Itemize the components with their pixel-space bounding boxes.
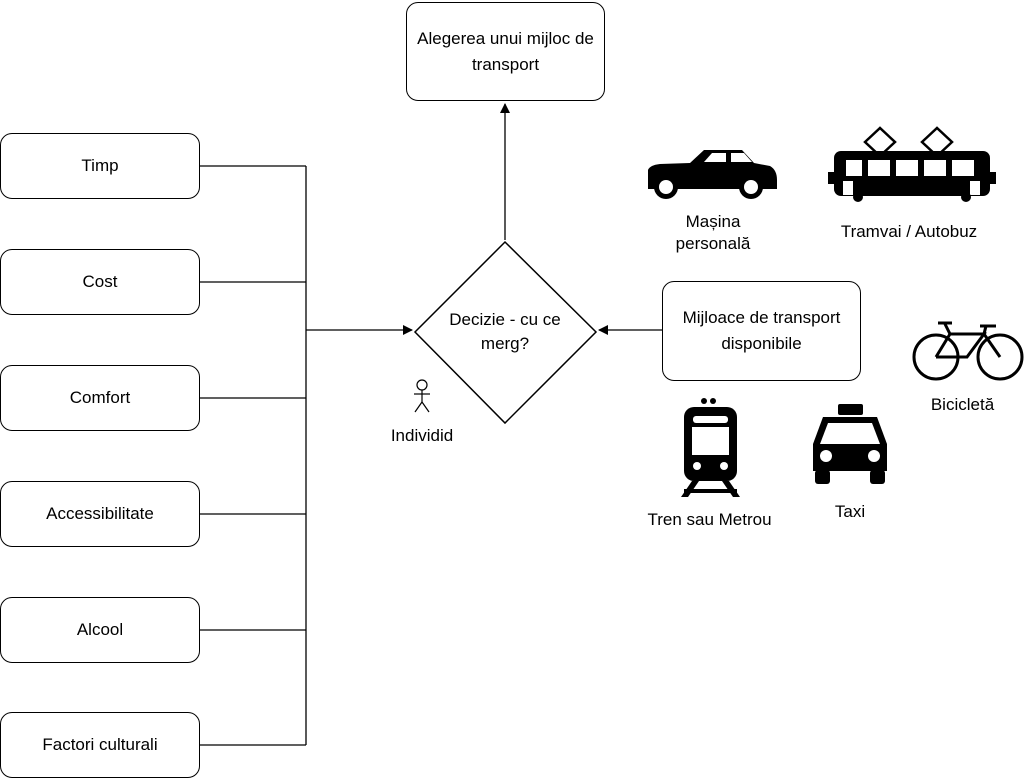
factor-box-comfort: Comfort <box>0 365 200 431</box>
car-icon <box>648 150 777 199</box>
taxi-label: Taxi <box>834 502 866 521</box>
factor-label: Timp <box>81 156 119 175</box>
factor-box-alcool: Alcool <box>0 597 200 663</box>
factor-box-cost: Cost <box>0 249 200 315</box>
bike-label: Bicicletă <box>930 395 995 414</box>
factor-label: Accessibilitate <box>46 504 154 523</box>
factor-label: Alcool <box>76 620 124 639</box>
tram-label: Tramvai / Autobuz <box>840 222 978 241</box>
actor-label: Individid <box>390 426 454 445</box>
factor-box-timp: Timp <box>0 133 200 199</box>
tram-icon <box>828 126 996 202</box>
train-label: Tren sau Metrou <box>647 510 772 529</box>
taxi-icon <box>813 404 887 484</box>
bicycle-icon <box>912 321 1024 381</box>
transport-modes-box: Mijloace de transport disponibile <box>662 281 861 381</box>
train-icon <box>681 398 740 497</box>
factor-connectors <box>200 165 307 746</box>
stick-figure-icon <box>414 379 430 413</box>
factor-box-factori-culturali: Factori culturali <box>0 712 200 778</box>
factor-box-accessibilitate: Accessibilitate <box>0 481 200 547</box>
transport-modes-label: Mijloace de transport disponibile <box>682 308 841 353</box>
goal-box: Alegerea unui mijloc de transport <box>406 2 605 101</box>
goal-label: Alegerea unui mijloc de transport <box>417 28 594 74</box>
factor-label: Comfort <box>69 388 131 407</box>
decision-diamond <box>413 240 598 425</box>
car-label: Mașina personală <box>675 212 751 253</box>
factor-label: Factori culturali <box>42 735 158 754</box>
decision-label: Decizie - cu ce merg? <box>449 310 561 353</box>
factor-label: Cost <box>82 272 118 291</box>
